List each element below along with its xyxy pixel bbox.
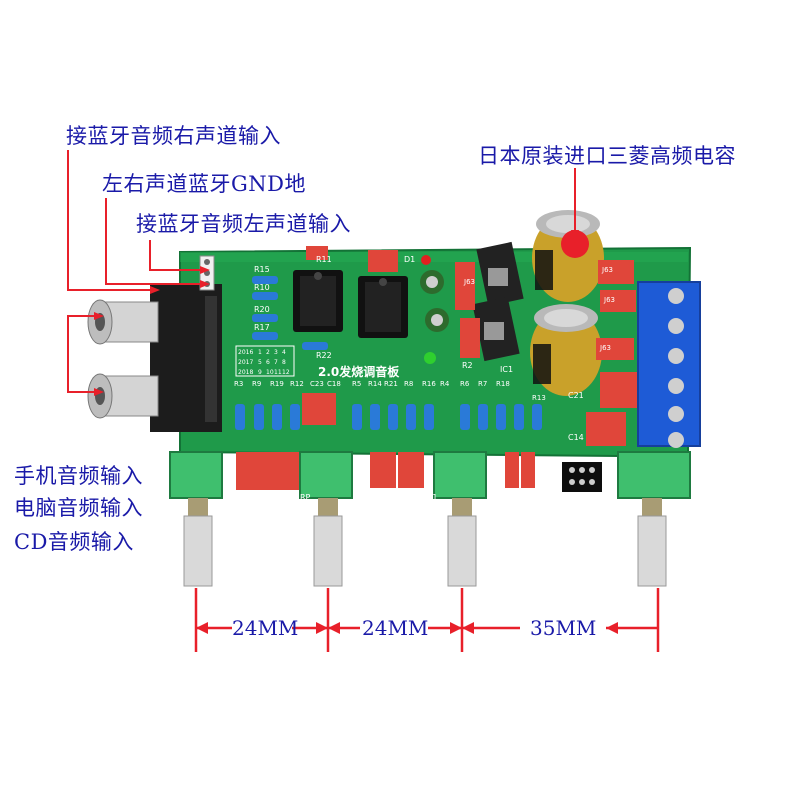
silk-c21: C21 <box>568 391 584 400</box>
dimension-3: 35MM <box>530 616 597 640</box>
dimension-1: 24MM <box>232 616 299 640</box>
silk-date-cell: 10 <box>266 369 274 376</box>
silk-r20: R20 <box>254 305 270 314</box>
silk-date-cell: 9 <box>258 369 262 376</box>
ic-chip-right <box>358 276 408 338</box>
silk-c19: C19 <box>523 493 539 502</box>
silk-row-label: R9 <box>252 380 261 388</box>
silk-d1: D1 <box>404 255 415 264</box>
silk-r15: R15 <box>254 265 270 274</box>
label-bt-right-input: 接蓝牙音频右声道输入 <box>66 124 281 148</box>
silk-date-cell: 8 <box>282 359 286 366</box>
silk-rp: RP <box>300 493 311 502</box>
silk-row-label: R3 <box>234 380 243 388</box>
silk-row-label: C18 <box>327 380 341 388</box>
silk-row-label: C23 <box>310 380 324 388</box>
date-grid <box>235 345 295 377</box>
silk-c20: C20 <box>282 493 298 502</box>
film-caps <box>236 246 640 490</box>
silk-r17: R17 <box>254 323 270 332</box>
label-input-phone: 手机音频输入 <box>14 464 143 488</box>
silk-date-cell: 1 <box>258 349 262 356</box>
silk-row-label: R14 <box>368 380 382 388</box>
silk-date-cell: 6 <box>266 359 270 366</box>
silk-cap-mark: J63 <box>463 278 475 286</box>
label-input-cd: CD音频输入 <box>14 530 134 554</box>
rca-input-jack <box>87 284 222 432</box>
silk-row-label: R13 <box>532 394 546 402</box>
silk-row-label: R16 <box>422 380 436 388</box>
silk-row-label: R7 <box>478 380 487 388</box>
dimension-2: 24MM <box>362 616 429 640</box>
silk-c17: C17 <box>376 493 392 502</box>
label-capacitor-note: 日本原装进口三菱高频电容 <box>478 144 736 168</box>
label-bt-left-input: 接蓝牙音频左声道输入 <box>136 212 351 236</box>
silk-row-label: R19 <box>270 380 284 388</box>
silk-r2: R2 <box>462 361 473 370</box>
silk-row-label: R21 <box>384 380 398 388</box>
pin-header-6 <box>562 462 602 492</box>
silk-cap-mark: J63 <box>603 296 615 304</box>
ic-chip-left <box>293 270 343 332</box>
silk-date-row: 2016 <box>238 349 253 356</box>
silk-date-cell: 12 <box>282 369 290 376</box>
silk-r10: R10 <box>254 283 270 292</box>
silk-r11: R11 <box>316 255 332 264</box>
silk-row-label: R18 <box>496 380 510 388</box>
silk-date-cell: 5 <box>258 359 262 366</box>
silk-date-cell: 3 <box>274 349 278 356</box>
electrolytic-cap-bottom <box>530 304 602 396</box>
silk-r22: R22 <box>316 351 332 360</box>
potentiometer-shafts <box>183 498 667 587</box>
screw-terminal-block <box>637 281 701 448</box>
silk-row-label: R6 <box>460 380 470 388</box>
silk-c15: C15 <box>226 493 242 502</box>
leader-lines <box>67 150 576 393</box>
silk-row-label: R4 <box>440 380 450 388</box>
silk-date-row: 2017 <box>238 359 253 366</box>
silk-cap-mark: J63 <box>601 266 613 274</box>
silk-date-cell: 11 <box>274 369 282 376</box>
silk-cap-mark: J63 <box>599 344 611 352</box>
silk-c13: C13 <box>505 493 521 502</box>
silk-row-label: R5 <box>352 380 361 388</box>
silk-c14: C14 <box>568 433 584 442</box>
silk-ic1: IC1 <box>500 365 513 374</box>
resistor-row <box>235 276 542 430</box>
silk-row-label: R12 <box>290 380 304 388</box>
silk-date-cell: 4 <box>282 349 286 356</box>
regulator-transistors <box>472 241 524 362</box>
silk-rp5: RP5 <box>544 493 559 502</box>
silk-date-row: 2018 <box>238 369 253 376</box>
potentiometer-bodies <box>169 451 691 499</box>
silk-date-cell: 2 <box>266 349 270 356</box>
silk-rp1: RP1 <box>422 493 437 502</box>
label-bt-gnd: 左右声道蓝牙GND地 <box>102 172 306 196</box>
label-input-pc: 电脑音频输入 <box>14 496 143 520</box>
silk-c22: C22 <box>402 493 418 502</box>
board-title: 2.0发烧调音板 <box>318 364 400 379</box>
silk-row-label: R8 <box>404 380 413 388</box>
silk-date-cell: 7 <box>274 359 278 366</box>
